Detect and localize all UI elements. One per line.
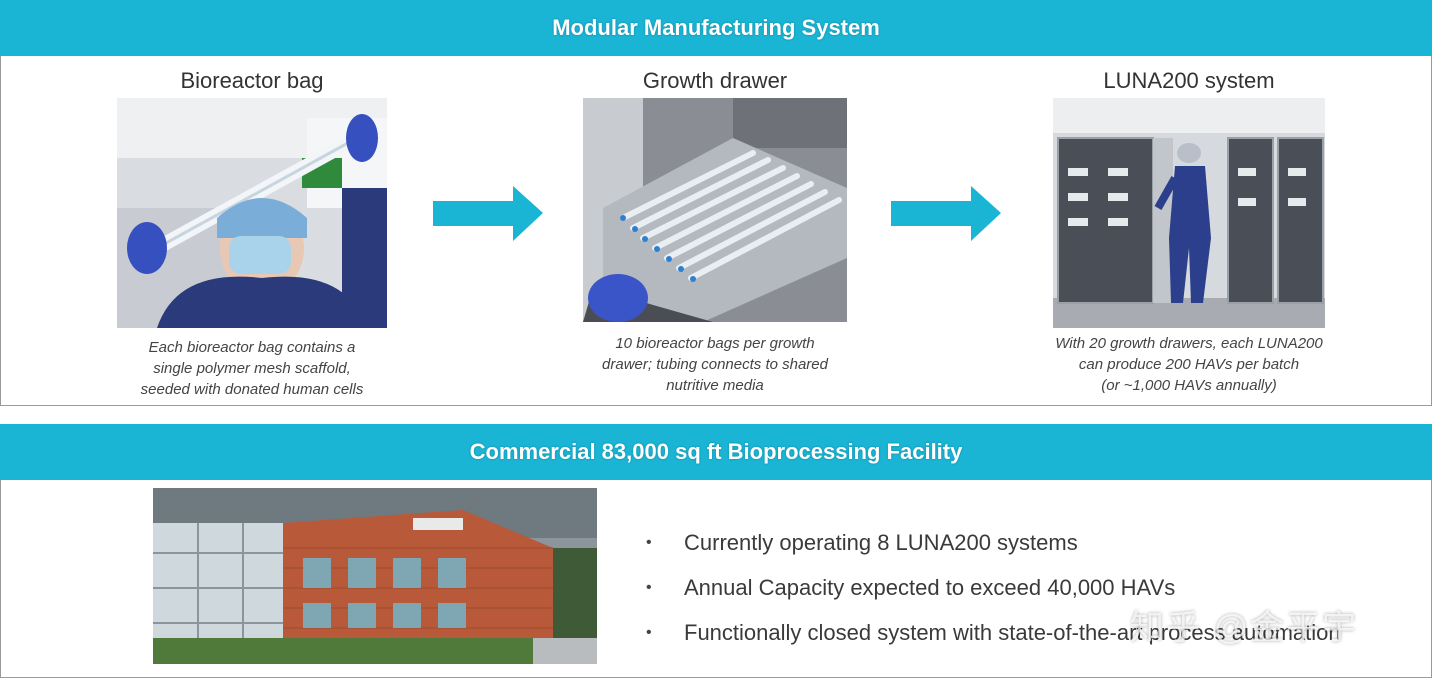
list-item: • Currently operating 8 LUNA200 systems [646,529,1078,555]
bullet-icon: • [646,623,652,641]
arrow-right-icon [433,186,543,241]
step-title-luna200-system: LUNA200 system [1103,68,1275,93]
step-caption-growth-drawer: 10 bioreactor bags per growth drawer; tu… [602,335,828,394]
growth-drawer-photo [583,98,847,322]
facility-photo [153,488,597,664]
luna200-system-photo [1053,98,1325,328]
top-banner-title: Modular Manufacturing System [552,15,880,40]
bottom-banner-title: Commercial 83,000 sq ft Bioprocessing Fa… [469,439,963,464]
bullet-icon: • [646,578,652,596]
list-item: • Annual Capacity expected to exceed 40,… [646,574,1176,600]
bioreactor-bag-photo [117,98,387,328]
step-caption-bioreactor-bag: Each bioreactor bag contains a single po… [140,339,364,398]
step-title-bioreactor-bag: Bioreactor bag [180,68,324,93]
arrow-right-icon [891,186,1001,241]
watermark: 知乎 @金平宇 [1130,609,1358,647]
top-banner: Modular Manufacturing System [0,0,1432,56]
step-caption-luna200-system: With 20 growth drawers, each LUNA200 can… [1055,335,1323,394]
bullet-icon: • [646,533,652,551]
bottom-banner: Commercial 83,000 sq ft Bioprocessing Fa… [0,424,1432,480]
facility-bullet-list: • Currently operating 8 LUNA200 systems … [646,520,1426,655]
step-title-growth-drawer: Growth drawer [642,68,788,93]
list-item: • Functionally closed system with state-… [646,619,1341,645]
